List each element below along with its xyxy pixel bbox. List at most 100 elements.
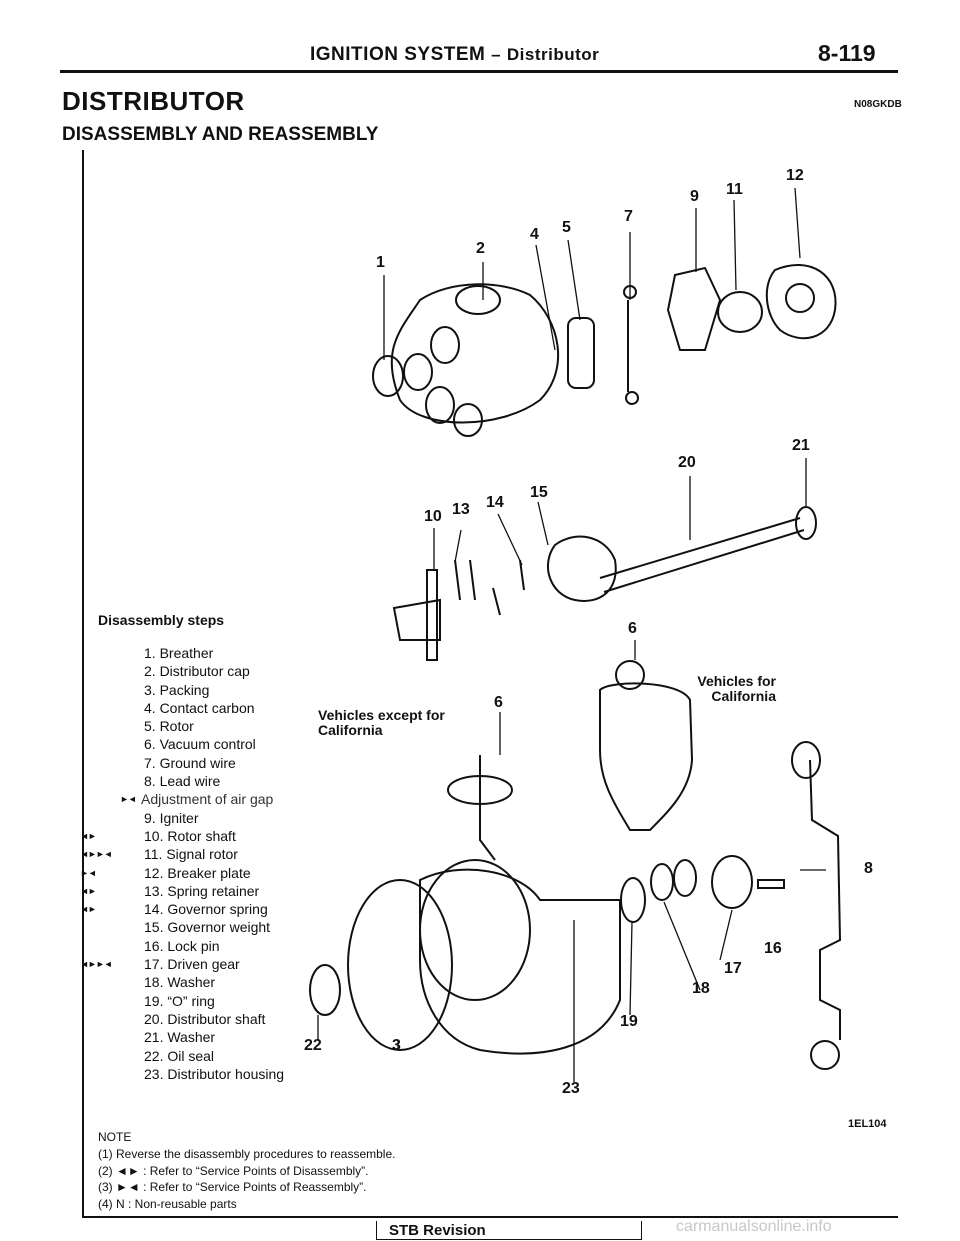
note-item: (2) ◄► : Refer to “Service Points of Dis…	[98, 1163, 369, 1178]
header-subtitle: Distributor	[506, 45, 600, 64]
cap-tower	[403, 353, 433, 391]
spring-retainer	[454, 559, 476, 601]
callout-2: 2	[476, 240, 485, 257]
step-text: 15. Governor weight	[144, 919, 271, 936]
step-item: 9. Igniter	[80, 809, 320, 827]
section-title: DISTRIBUTOR	[62, 86, 245, 116]
rotor	[567, 317, 595, 389]
step-text: 8. Lead wire	[144, 773, 221, 790]
breaker-plate	[765, 264, 837, 340]
packing-3	[347, 879, 453, 1051]
callout-6-california: 6	[628, 620, 637, 637]
step-text: 5. Rotor	[144, 718, 194, 735]
callout-17: 17	[724, 960, 742, 977]
step-text: 16. Lock pin	[144, 937, 220, 954]
callout-18: 18	[692, 980, 710, 997]
governor-spring	[492, 559, 525, 616]
step-text: 10. Rotor shaft	[144, 827, 236, 844]
callout-16: 16	[764, 940, 782, 957]
signal-rotor	[717, 291, 763, 333]
step-item: 8. Lead wire	[80, 772, 320, 790]
rotor-shaft	[392, 598, 441, 641]
callout-19: 19	[620, 1013, 638, 1030]
step-item: 5. Rotor	[80, 717, 320, 735]
step-text: Adjustment of air gap	[141, 791, 274, 808]
step-item: ►◄12. Breaker plate	[80, 864, 320, 882]
step-item: 1. Breather	[80, 644, 320, 662]
step-item: 23. Distributor housing	[80, 1065, 320, 1083]
step-item: 22. Oil seal	[80, 1047, 320, 1065]
cap-tower	[425, 386, 455, 424]
callout-3: 3	[392, 1037, 401, 1054]
step-text: 18. Washer	[144, 974, 216, 991]
header-rule	[60, 70, 898, 73]
callout-11: 11	[726, 181, 743, 198]
step-text: 17. Driven gear	[144, 956, 240, 973]
watermark: carmanualsonline.info	[676, 1218, 832, 1235]
cap-top-terminal	[455, 285, 501, 315]
callout-6-except: 6	[494, 694, 503, 711]
subsection-title: DISASSEMBLY AND REASSEMBLY	[62, 124, 379, 145]
step-item: 7. Ground wire	[80, 754, 320, 772]
callout-12: 12	[786, 167, 804, 184]
step-item: ◄►►◄ 11. Signal rotor	[80, 845, 320, 863]
breather	[372, 355, 404, 397]
callout-22: 22	[304, 1037, 322, 1054]
distributor-housing	[419, 868, 621, 1055]
washer-18b	[673, 859, 697, 897]
frame-left-rule	[82, 150, 84, 1218]
header-title-main: IGNITION SYSTEM	[310, 44, 486, 65]
callout-7: 7	[624, 208, 633, 225]
figure-code: 1EL104	[848, 1118, 887, 1130]
step-text: 14. Governor spring	[144, 901, 268, 918]
vacuum-control-nipple	[615, 660, 645, 690]
housing-bore	[419, 859, 531, 1001]
step-text: 11. Signal rotor	[144, 846, 238, 863]
o-ring-19	[620, 877, 646, 923]
diagram-parts	[309, 264, 842, 1070]
step-item: ◄► 10. Rotor shaft	[80, 827, 320, 845]
step-text: 9. Igniter	[144, 809, 199, 826]
footer-revision: STB Revision	[389, 1222, 486, 1239]
header-separator: –	[491, 45, 502, 64]
step-item: ◄►13. Spring retainer	[80, 882, 320, 900]
lead-wire	[809, 759, 842, 1040]
step-text: 1. Breather	[144, 645, 214, 661]
step-item: 21. Washer	[80, 1028, 320, 1046]
step-text: 22. Oil seal	[144, 1047, 215, 1064]
step-text: 2. Distributor cap	[144, 663, 250, 680]
note-item: (1) Reverse the disassembly procedures t…	[98, 1147, 396, 1161]
vacuum-control-california	[599, 682, 694, 831]
rotor-shaft-body	[426, 569, 438, 661]
step-marks: ◄►►◄	[80, 849, 113, 860]
step-text: 4. Contact carbon	[144, 699, 255, 716]
callout-15: 15	[530, 484, 548, 501]
step-marks: ◄►►◄	[80, 959, 113, 970]
step-item: 4. Contact carbon	[80, 699, 320, 717]
ground-wire-eyelet	[625, 391, 639, 405]
lead-wire-boot	[791, 741, 821, 779]
caption-california: Vehicles for California	[697, 673, 776, 704]
step-marks: ►◄	[120, 794, 137, 805]
step-item: 18. Washer	[80, 973, 320, 991]
step-item: ►◄ Adjustment of air gap	[80, 790, 320, 808]
leader-lines	[317, 187, 826, 1082]
step-text: 21. Washer	[144, 1029, 216, 1046]
step-item: 20. Distributor shaft	[80, 1010, 320, 1028]
step-marks: ◄►	[80, 830, 97, 841]
lead-wire-terminal	[810, 1040, 840, 1070]
caption-except-california: Vehicles except for California	[318, 707, 445, 738]
callout-4: 4	[530, 226, 539, 243]
steps-title: Disassembly steps	[98, 612, 225, 628]
note-title: NOTE	[98, 1130, 132, 1144]
callout-14: 14	[486, 494, 504, 511]
step-item: 15. Governor weight	[80, 918, 320, 936]
callout-13: 13	[452, 501, 470, 518]
step-item: 19. “O” ring	[80, 992, 320, 1010]
step-item: ◄► 14. Governor spring	[80, 900, 320, 918]
header-title: IGNITION SYSTEM – Distributor	[310, 44, 599, 66]
step-marks: ◄►	[80, 904, 97, 915]
frame-bottom-rule	[82, 1216, 898, 1218]
